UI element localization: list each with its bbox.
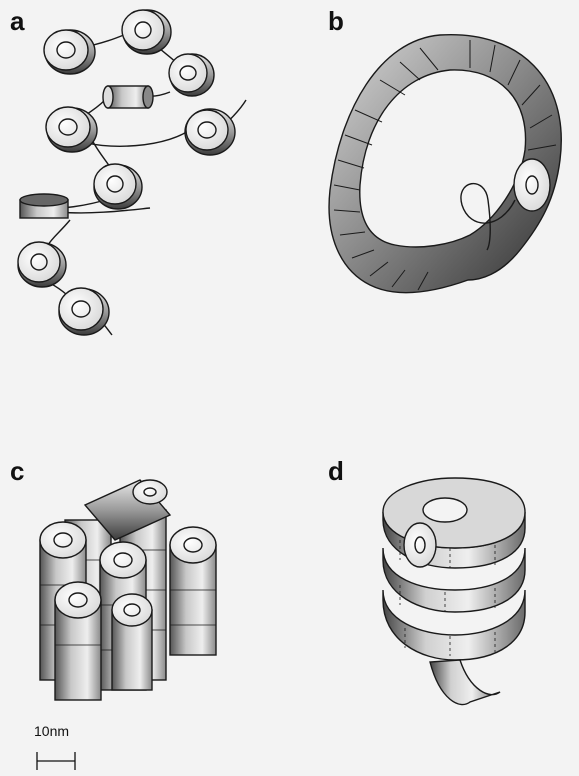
panel-b-solenoid-ring	[329, 35, 561, 293]
panel-d-coiled-solenoid	[383, 478, 525, 705]
nucleosome-5	[46, 107, 97, 152]
nucleosome-9	[18, 242, 66, 287]
nucleosome-4-edge	[103, 86, 153, 108]
nucleosome-8-edge	[20, 194, 68, 218]
column-right	[170, 527, 216, 655]
nucleosome-2	[122, 10, 171, 54]
torus-open-end	[514, 159, 550, 211]
nucleosome-10	[59, 288, 109, 335]
coil-hole	[423, 498, 467, 522]
column-front-left	[55, 582, 101, 700]
coil-end-face	[404, 523, 436, 567]
nucleosome-6	[185, 109, 235, 155]
panel-c-fiber-bundle	[40, 480, 216, 700]
column-front-right	[112, 594, 152, 690]
nucleosome-7	[94, 164, 142, 209]
scale-bar	[37, 752, 75, 770]
nucleosome-3	[169, 54, 214, 96]
dna-linker-a	[40, 30, 246, 335]
nucleosome-1	[44, 30, 95, 74]
panel-a-nucleosome-string	[18, 10, 246, 335]
scale-bar-label: 10nm	[34, 723, 69, 739]
coil-bottom-tail	[430, 660, 500, 705]
